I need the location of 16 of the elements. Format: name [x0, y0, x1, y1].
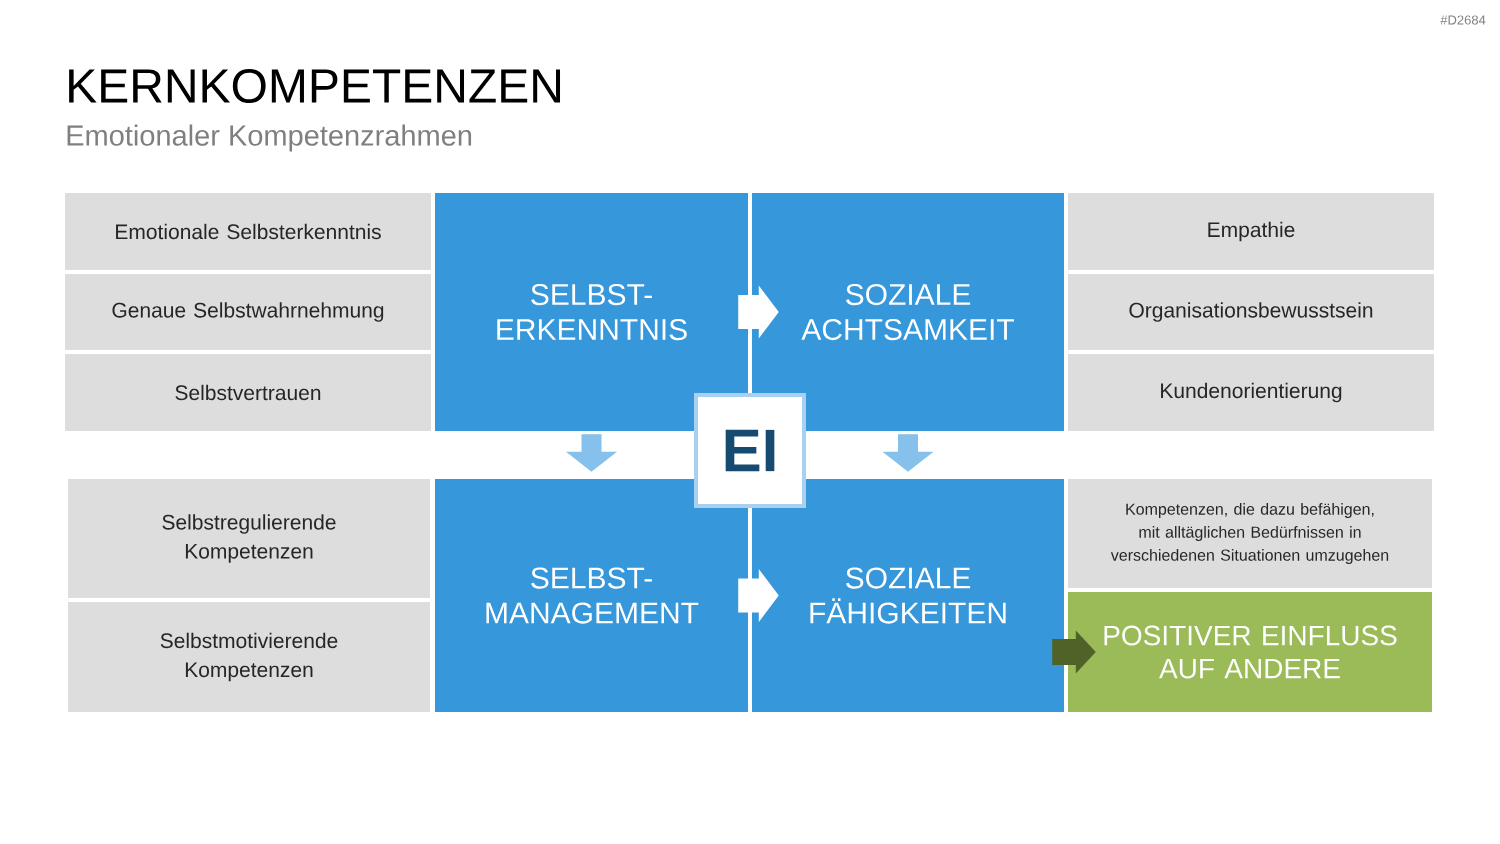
- list-box: Selbstvertrauen: [65, 354, 431, 431]
- list-box: Kundenorientierung: [1068, 354, 1434, 431]
- result-box: POSITIVER EINFLUSS AUF ANDERE: [1068, 592, 1432, 712]
- code-label: #D2684: [1440, 15, 1486, 25]
- list-box: Organisationsbewusstsein: [1068, 274, 1434, 350]
- category-box: SELBST- MANAGEMENT: [435, 479, 748, 712]
- title: KERNKOMPETENZEN: [69, 69, 560, 103]
- list-box: Emotionale Selbsterkenntnis: [65, 193, 431, 270]
- center-box: EI: [694, 393, 806, 508]
- subtitle: Emotionaler Kompetenzrahmen: [67, 124, 472, 152]
- list-box: Genaue Selbstwahrnehmung: [65, 274, 431, 350]
- category-box: SOZIALE FÄHIGKEITEN: [752, 479, 1064, 712]
- description-box: Kompetenzen, die dazu befähigen, mit alltäglichen Bedürfnissen in verschiedenen Situationen umzugehen: [1068, 479, 1432, 588]
- list-box: Selbstregulierende Kompetenzen: [68, 479, 430, 598]
- list-box: Empathie: [1068, 193, 1434, 270]
- list-box: Selbstmotivierende Kompetenzen: [68, 602, 430, 712]
